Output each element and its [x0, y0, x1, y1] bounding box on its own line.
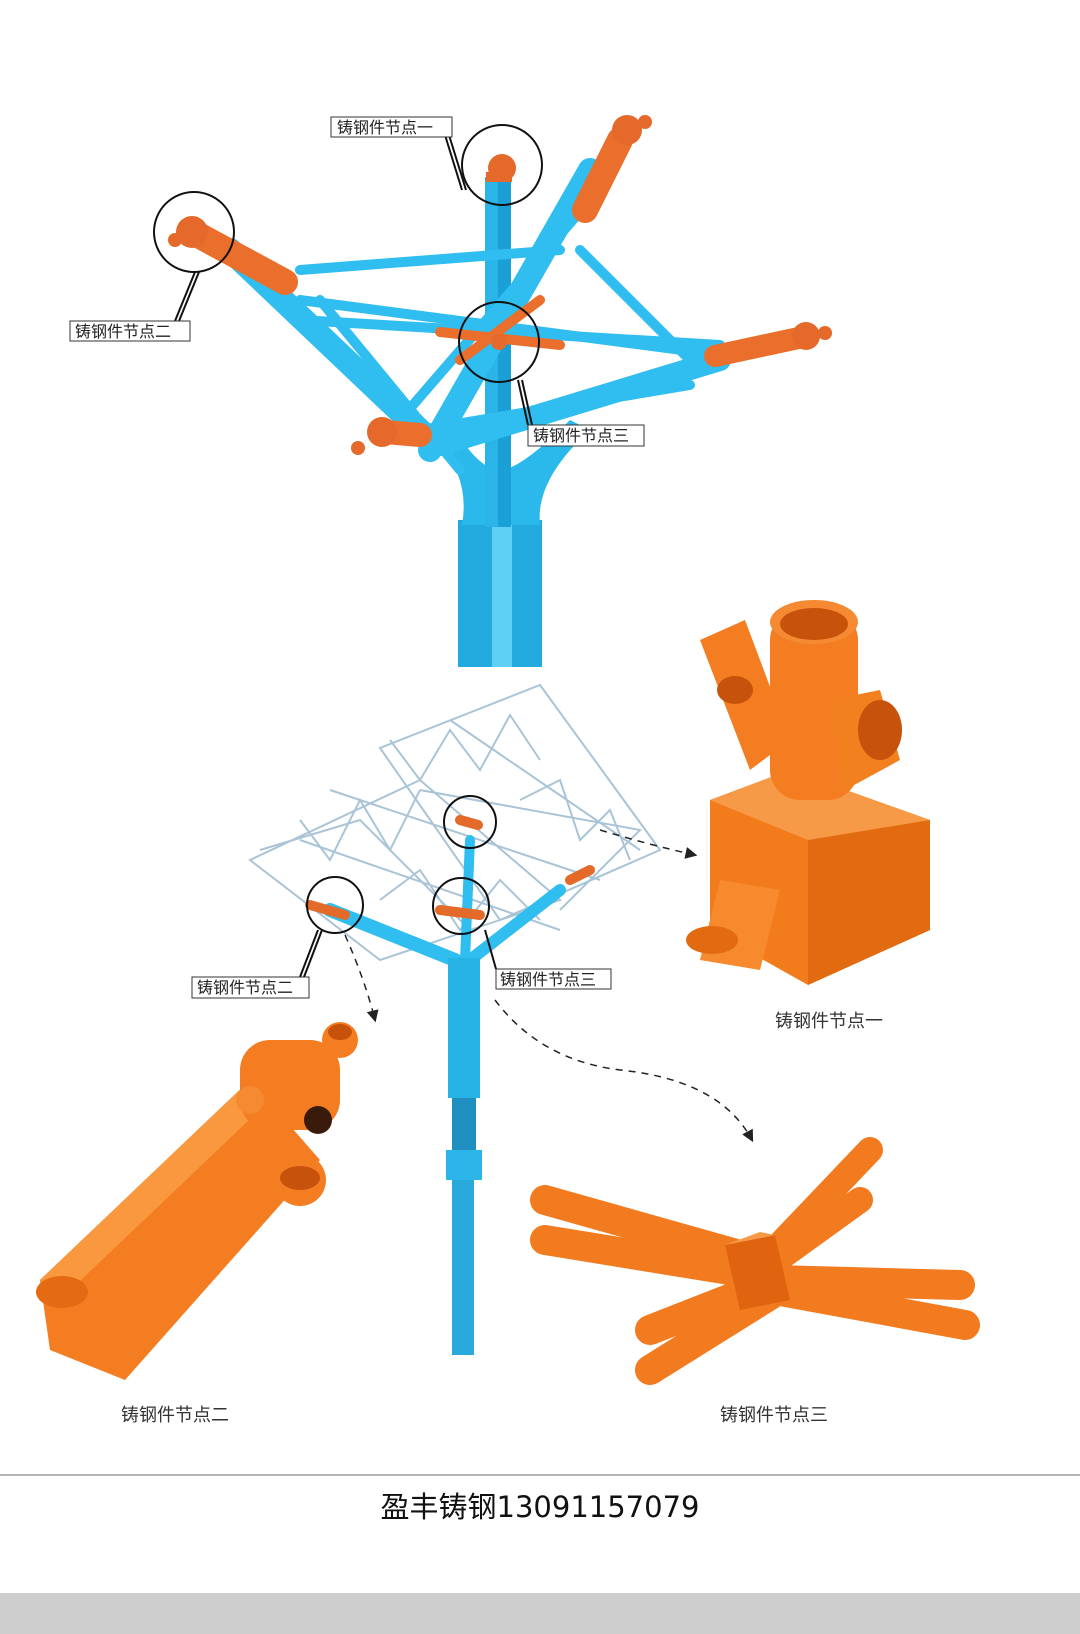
- separator-line: [0, 1474, 1080, 1476]
- cast-steel-node-diagram: 铸钢件节点一 铸钢件节点二 铸钢件节点三: [36, 115, 980, 1426]
- roof-truss-structure: 铸钢件节点二 铸钢件节点三: [191, 683, 754, 1355]
- mid-label-node2-text: 铸钢件节点二: [197, 978, 293, 997]
- detail-node2: 铸钢件节点二: [36, 1022, 358, 1426]
- tree-column-structure: 铸钢件节点一 铸钢件节点二 铸钢件节点三: [69, 115, 832, 667]
- detail-node3-caption: 铸钢件节点三: [720, 1405, 828, 1426]
- top-label-node3-text: 铸钢件节点三: [533, 426, 629, 445]
- top-label-node1: 铸钢件节点一: [330, 116, 453, 138]
- bottom-gray-bar: [0, 1593, 1080, 1634]
- mid-label-node3: 铸钢件节点三: [495, 968, 612, 990]
- mid-label-node3-text: 铸钢件节点三: [500, 970, 596, 989]
- top-label-node2-text: 铸钢件节点二: [75, 322, 171, 341]
- detail-node3: 铸钢件节点三: [530, 1137, 980, 1426]
- detail-node1: 铸钢件节点一: [686, 600, 930, 1032]
- top-label-node2: 铸钢件节点二: [69, 320, 191, 342]
- footer-contact-text: 盈丰铸钢13091157079: [380, 1490, 700, 1524]
- cast-node-clusters: [168, 115, 832, 455]
- detail-node2-caption: 铸钢件节点二: [121, 1405, 229, 1426]
- top-label-node1-text: 铸钢件节点一: [337, 118, 433, 137]
- mid-label-node2: 铸钢件节点二: [191, 976, 310, 999]
- top-label-node3: 铸钢件节点三: [527, 424, 645, 447]
- detail-node1-caption: 铸钢件节点一: [775, 1011, 883, 1032]
